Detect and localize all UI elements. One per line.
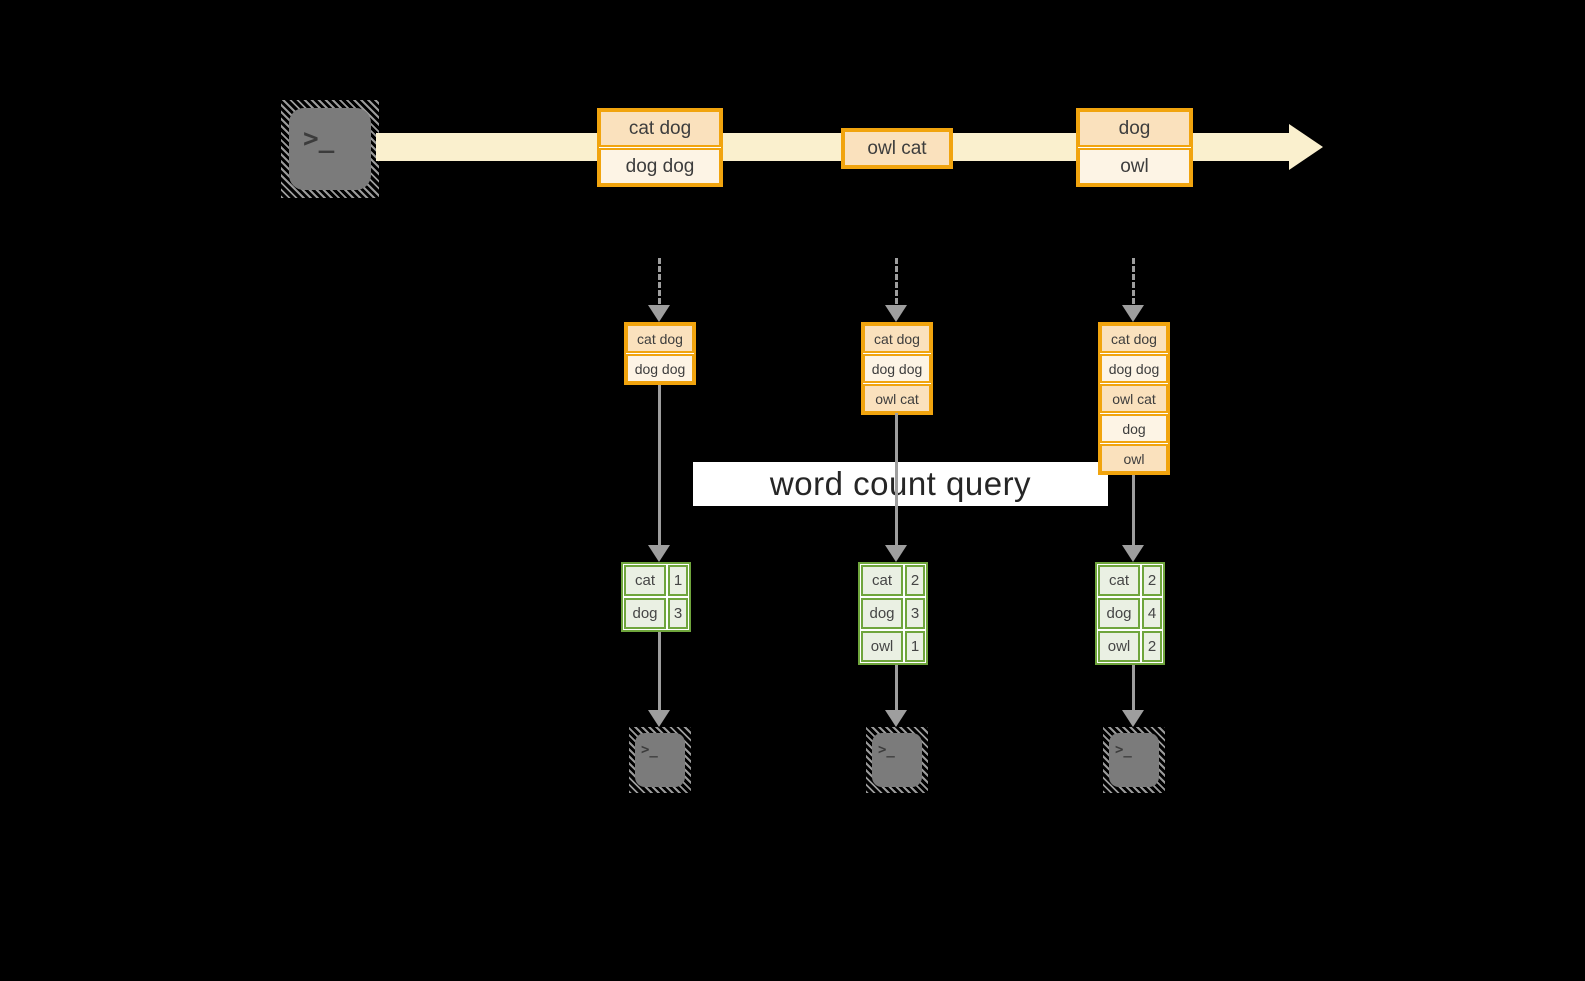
stream-arrow-head [1289,124,1323,170]
terminal-sink-icon: >_ [866,727,928,793]
terminal-prompt-glyph: >_ [878,742,895,758]
word-cell: owl [1098,631,1140,662]
microbatch-record: dog dog [626,354,694,383]
microbatch-record: owl cat [1100,384,1168,413]
microbatch-3: cat dog dog dog owl cat dog owl [1098,322,1170,475]
query-label: word count query [769,465,1032,502]
terminal-sink-body [1109,733,1159,787]
word-cell: dog [861,598,903,629]
terminal-source-body [289,108,371,190]
microbatch-record: cat dog [863,324,931,353]
word-cell: cat [1098,565,1140,596]
word-count-table-2: cat 2 dog 3 owl 1 [858,562,928,665]
query-arrow-line [895,413,898,546]
batch-dashed-arrow-head [648,305,670,322]
query-arrow-head [1122,545,1144,562]
microbatch-record: dog dog [1100,354,1168,383]
stream-record: owl [1078,148,1191,185]
stream-record: dog dog [599,148,721,185]
stream-batch-3: dog owl [1076,108,1193,187]
count-cell: 2 [1142,631,1162,662]
count-cell: 3 [668,598,688,629]
output-arrow-line [1132,665,1135,710]
query-arrow-line [658,383,661,546]
count-cell: 1 [905,631,925,662]
output-arrow-head [885,710,907,727]
stream-record: cat dog [599,110,721,147]
word-cell: cat [624,565,666,596]
output-arrow-head [1122,710,1144,727]
terminal-source-icon: >_ [281,100,379,198]
output-arrow-line [895,665,898,710]
microbatch-record: cat dog [626,324,694,353]
batch-dashed-arrow-line [895,258,898,304]
microbatch-record: dog [1100,414,1168,443]
word-count-table-1: cat 1 dog 3 [621,562,691,632]
word-cell: owl [861,631,903,662]
batch-dashed-arrow-head [885,305,907,322]
stream-batch-1: cat dog dog dog [597,108,723,187]
terminal-sink-body [872,733,922,787]
microbatch-2: cat dog dog dog owl cat [861,322,933,415]
microbatch-record: dog dog [863,354,931,383]
terminal-sink-icon: >_ [1103,727,1165,793]
microbatch-record: cat dog [1100,324,1168,353]
terminal-sink-body [635,733,685,787]
batch-dashed-arrow-line [1132,258,1135,304]
query-arrow-line [1132,473,1135,546]
output-arrow-head [648,710,670,727]
stream-record: dog [1078,110,1191,147]
word-count-table-3: cat 2 dog 4 owl 2 [1095,562,1165,665]
query-label-band: word count query [693,462,1108,506]
terminal-prompt-glyph: >_ [641,742,658,758]
query-arrow-head [885,545,907,562]
count-cell: 1 [668,565,688,596]
terminal-sink-icon: >_ [629,727,691,793]
word-cell: cat [861,565,903,596]
batch-dashed-arrow-head [1122,305,1144,322]
count-cell: 2 [905,565,925,596]
word-cell: dog [624,598,666,629]
batch-dashed-arrow-line [658,258,661,304]
count-cell: 2 [1142,565,1162,596]
query-arrow-head [648,545,670,562]
microbatch-record: owl cat [863,384,931,413]
microbatch-1: cat dog dog dog [624,322,696,385]
count-cell: 4 [1142,598,1162,629]
microbatch-record: owl [1100,444,1168,473]
stream-record: owl cat [843,130,951,167]
word-cell: dog [1098,598,1140,629]
terminal-prompt-glyph: >_ [303,124,335,154]
terminal-prompt-glyph: >_ [1115,742,1132,758]
count-cell: 3 [905,598,925,629]
output-arrow-line [658,632,661,710]
stream-batch-2: owl cat [841,128,953,169]
